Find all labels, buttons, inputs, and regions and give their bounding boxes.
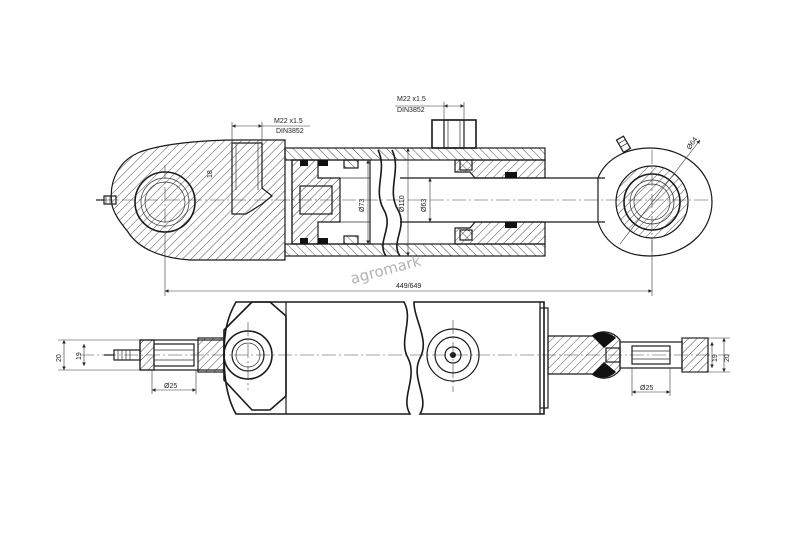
piston [291,159,371,245]
rod-gland [454,159,546,245]
rod-dia-label: Ø63 [421,199,428,212]
left-width-inner-label: 19 [76,352,83,360]
break-line-left [377,149,388,257]
left-port-thread-label: M22 x1.5 [274,118,303,125]
left-port-std-label: DIN3852 [276,128,304,135]
top-section-view: Ø64 M22 x1.5 DIN3852 M22 x1.5 DIN3852 Ø7… [96,96,713,296]
barrel-body [223,301,412,415]
right-width-outer-label: 20 [724,354,731,362]
left-eye-head [110,139,286,261]
break-line-right [391,149,402,257]
right-rod-end [547,331,709,379]
rod-eye [597,135,713,257]
left-width-outer-label: 20 [56,354,63,362]
head-dim-label: 18 [207,170,214,178]
left-port-bore [231,142,273,215]
left-pin-dia-label: Ø25 [164,383,177,390]
piston-dia-label: Ø73 [359,199,366,212]
right-port-thread-label: M22 x1.5 [397,96,426,103]
left-grease-nipple [96,195,117,205]
tube-wall-bottom [284,243,546,257]
right-port-boss [431,119,477,149]
left-pin-end [104,337,225,373]
overall-length-label: 449/649 [396,283,421,290]
right-pin-dia-label: Ø25 [640,385,653,392]
right-width-inner-label: 19 [712,354,719,362]
tube-wall-top [284,147,546,161]
bottom-external-view: 20 19 Ø25 20 19 Ø25 [56,301,731,415]
right-port-std-label: DIN3852 [397,107,425,114]
bore-dia-label: Ø110 [399,195,406,212]
